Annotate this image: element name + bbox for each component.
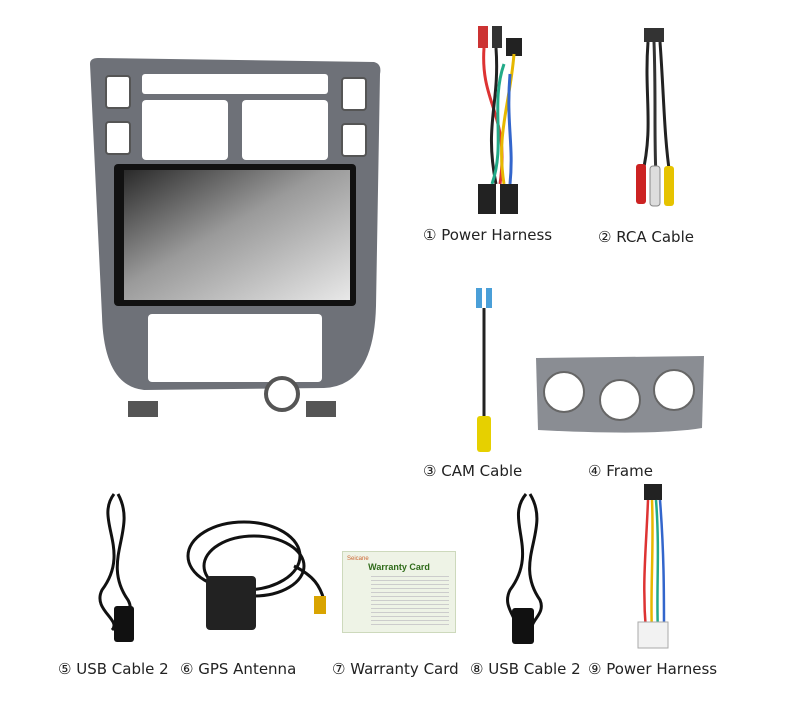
frame-illustration [536,356,704,433]
usb-cable-illustration-2 [506,493,543,644]
power-harness-illustration-2 [637,484,669,649]
warranty-card-text-block [371,576,449,626]
item-label-power-harness-1: ① Power Harness [423,226,553,244]
item-label-usb-cable-2: ⑧ USB Cable 2 [470,660,581,678]
cam-cable-illustration [476,288,492,452]
warranty-card-brand: Seicane [347,556,369,562]
item-label-usb-cable-1: ⑤ USB Cable 2 [58,660,169,678]
item-label-rca-cable: ② RCA Cable [598,228,694,246]
warranty-card-title: Warranty Card [368,562,430,572]
rca-cable-illustration [636,28,674,207]
usb-cable-illustration-1 [98,493,134,642]
item-label-warranty-card: ⑦ Warranty Card [332,660,459,678]
item-label-gps-antenna: ⑥ GPS Antenna [180,660,297,678]
warranty-card: Seicane Warranty Card [342,551,456,633]
power-harness-illustration [478,26,522,214]
gps-antenna-illustration [186,520,326,630]
head-unit-illustration [90,58,381,417]
item-label-power-harness-2: ⑨ Power Harness [588,660,718,678]
item-label-frame: ④ Frame [588,462,653,480]
item-label-cam-cable: ③ CAM Cable [423,462,523,480]
